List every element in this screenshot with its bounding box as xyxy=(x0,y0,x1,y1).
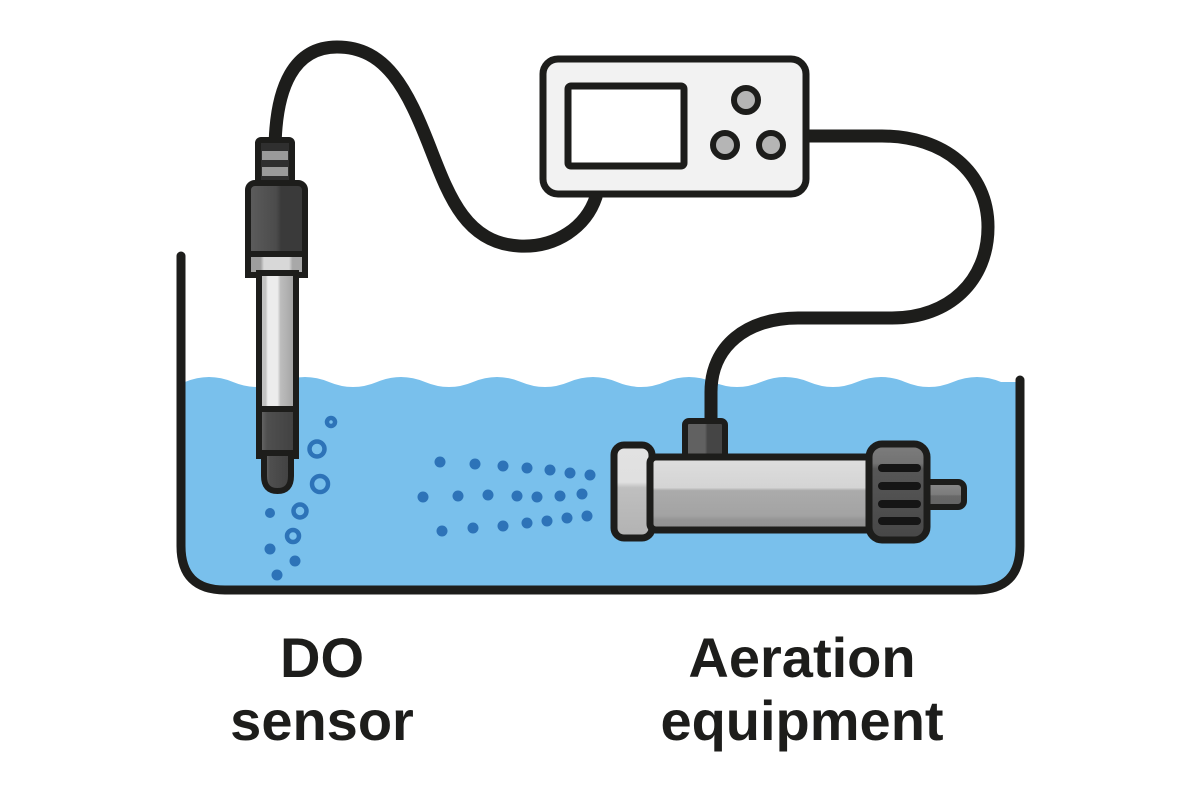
spray-dot xyxy=(584,469,596,481)
water xyxy=(185,377,1016,586)
aerator-left-cap xyxy=(610,441,656,542)
meter-display xyxy=(564,82,688,170)
spray-dot xyxy=(521,517,533,529)
spray-dot xyxy=(576,488,588,500)
bubble-ring xyxy=(284,527,302,545)
spray-dot xyxy=(482,489,494,501)
sensor-tip xyxy=(261,450,294,495)
sensor-connector-rib xyxy=(262,167,288,176)
spray-dot xyxy=(554,490,566,502)
spray-dot xyxy=(581,510,593,522)
spray-dot xyxy=(497,460,509,472)
spray-dot xyxy=(544,464,556,476)
cap-ridge xyxy=(878,500,921,508)
bubble-ring xyxy=(309,473,331,495)
spray-dot xyxy=(521,462,533,474)
cap-ridge xyxy=(878,464,921,472)
aeration-equipment xyxy=(610,418,967,544)
label-aeration-line1: Aeration xyxy=(688,626,915,689)
meter-device xyxy=(539,55,810,198)
spray-dot xyxy=(417,491,429,503)
sensor-head xyxy=(245,180,308,261)
spray-dot xyxy=(561,512,573,524)
label-do-sensor: DO sensor xyxy=(230,626,414,752)
meter-button-top xyxy=(731,85,761,115)
spray-dot xyxy=(467,522,479,534)
tank-outline xyxy=(176,251,1025,595)
meter-button-right xyxy=(756,130,786,160)
bubble-dot xyxy=(271,569,283,581)
label-do-sensor-line2: sensor xyxy=(230,689,414,752)
spray-dot xyxy=(469,458,481,470)
bubble-ring xyxy=(307,439,327,459)
spray-dot xyxy=(541,515,553,527)
label-aeration-line2: equipment xyxy=(660,689,943,752)
sensor-shaft xyxy=(256,270,299,416)
aeration-spray xyxy=(417,456,596,537)
spray-dot xyxy=(497,520,509,532)
spray-dot xyxy=(434,456,446,468)
aerator-cable xyxy=(704,129,995,437)
aerator-body xyxy=(646,453,876,534)
sensor-bubbles-rings xyxy=(284,415,338,545)
bubble-ring xyxy=(291,502,309,520)
bubble-dot xyxy=(265,508,275,518)
spray-dot xyxy=(452,490,464,502)
aerator-cap-ridges xyxy=(878,464,921,525)
sensor-connector-rib xyxy=(262,151,288,160)
cap-ridge xyxy=(878,482,921,490)
bubble-ring xyxy=(324,415,338,429)
bubble-dot xyxy=(264,543,276,555)
spray-dot xyxy=(531,491,543,503)
bubble-dot xyxy=(289,555,301,567)
aerator-ribbed-cap xyxy=(865,440,931,544)
meter-button-left xyxy=(710,130,740,160)
label-aeration-equipment: Aeration equipment xyxy=(660,626,943,752)
label-do-sensor-line1: DO xyxy=(280,626,364,689)
sensor-lower-segment xyxy=(256,406,299,459)
spray-dot xyxy=(436,525,448,537)
sensor-cable xyxy=(268,40,603,253)
do-sensor-probe xyxy=(245,137,308,495)
spray-dot xyxy=(511,490,523,502)
sensor-bubbles-dots xyxy=(264,508,301,581)
spray-dot xyxy=(564,467,576,479)
cap-ridge xyxy=(878,517,921,525)
